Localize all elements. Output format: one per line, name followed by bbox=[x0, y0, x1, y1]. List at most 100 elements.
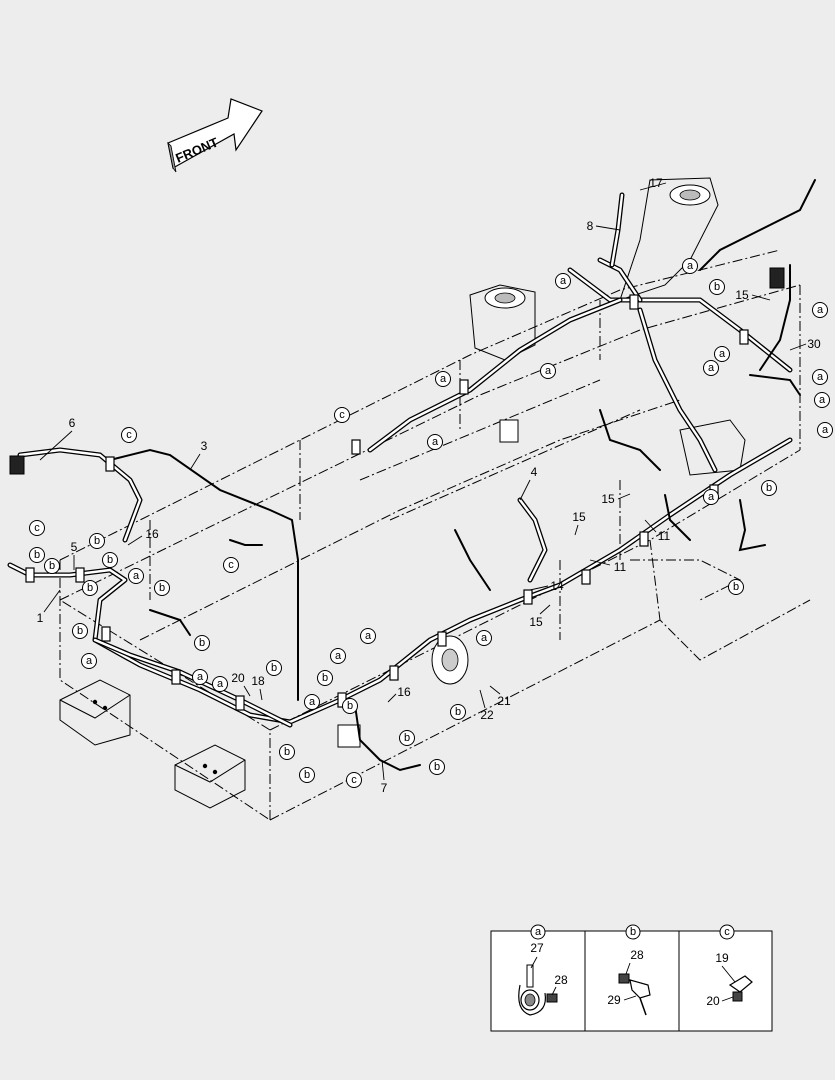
callout-circle bbox=[399, 730, 415, 746]
legend-panel-a: a 27 28 bbox=[518, 924, 568, 1016]
callout-circle bbox=[427, 434, 443, 450]
legend-part-19: 19 bbox=[715, 951, 729, 965]
callout-letter: c bbox=[351, 774, 357, 786]
part-number-15: 15 bbox=[529, 615, 543, 629]
callout-circle bbox=[450, 704, 466, 720]
callout-circle bbox=[476, 630, 492, 646]
callout-circle bbox=[317, 670, 333, 686]
callout-letter: b bbox=[87, 582, 93, 594]
callout-b: b bbox=[279, 744, 295, 760]
callout-letter: c bbox=[339, 409, 345, 421]
callout-circle bbox=[435, 371, 451, 387]
callout-letter: b bbox=[94, 535, 100, 547]
part-number-21: 21 bbox=[497, 694, 511, 708]
callout-b: b bbox=[342, 698, 358, 714]
legend-part-29: 29 bbox=[607, 993, 621, 1007]
legend-panel-b: b 28 29 bbox=[607, 924, 651, 1016]
legend-panel-c-letter: c bbox=[724, 926, 730, 938]
part-number-14: 14 bbox=[550, 579, 564, 593]
callout-letter: a bbox=[545, 365, 552, 377]
callout-a: a bbox=[304, 694, 320, 710]
callout-a: a bbox=[682, 258, 698, 274]
thin-wires bbox=[9, 179, 816, 772]
legend-part-28a: 28 bbox=[554, 973, 568, 987]
callout-letter: b bbox=[766, 482, 772, 494]
callout-a: a bbox=[212, 676, 228, 692]
part-number-15: 15 bbox=[735, 288, 749, 302]
legend-part-20: 20 bbox=[706, 994, 720, 1008]
callout-letter: a bbox=[687, 260, 694, 272]
callout-circle bbox=[360, 628, 376, 644]
part-number-1: 1 bbox=[37, 611, 44, 625]
callout-circle bbox=[334, 407, 350, 423]
callout-circle bbox=[342, 698, 358, 714]
part-number-5: 5 bbox=[71, 540, 78, 554]
callout-circle bbox=[330, 648, 346, 664]
callout-a: a bbox=[703, 360, 719, 376]
callout-b: b bbox=[450, 704, 466, 720]
callout-letter: a bbox=[440, 373, 447, 385]
callout-circle bbox=[817, 422, 833, 438]
callout-letter: b bbox=[304, 769, 310, 781]
legend-part-27: 27 bbox=[530, 941, 544, 955]
callout-letter: a bbox=[708, 362, 715, 374]
callout-letter: a bbox=[197, 671, 204, 683]
callout-letter: a bbox=[365, 630, 372, 642]
callout-a: a bbox=[812, 369, 828, 385]
callout-letter: a bbox=[133, 570, 140, 582]
callout-a: a bbox=[714, 346, 730, 362]
callout-circle bbox=[540, 363, 556, 379]
machine-frame-outline bbox=[59, 249, 811, 821]
legend-panel-a-letter: a bbox=[535, 926, 542, 938]
callout-letter: b bbox=[159, 582, 165, 594]
callout-letter: a bbox=[481, 632, 488, 644]
callout-letter: b bbox=[714, 281, 720, 293]
part-number-4: 4 bbox=[531, 465, 538, 479]
callout-letter: b bbox=[455, 706, 461, 718]
callout-circle bbox=[555, 273, 571, 289]
callout-c: c bbox=[346, 772, 362, 788]
front-mounts bbox=[337, 177, 746, 748]
callout-circle bbox=[29, 520, 45, 536]
part-number-16: 16 bbox=[145, 527, 159, 541]
callout-c: c bbox=[223, 557, 239, 573]
callout-a: a bbox=[555, 273, 571, 289]
callout-circle bbox=[709, 279, 725, 295]
part-number-20: 20 bbox=[231, 671, 245, 685]
callout-circle bbox=[812, 302, 828, 318]
part-number-11: 11 bbox=[658, 529, 671, 543]
callout-b: b bbox=[317, 670, 333, 686]
callout-circle bbox=[72, 623, 88, 639]
bracket-clip-icon bbox=[721, 965, 753, 1002]
legend-part-28b: 28 bbox=[630, 948, 644, 962]
callout-circle bbox=[82, 580, 98, 596]
callout-letter: a bbox=[817, 304, 824, 316]
callout-a: a bbox=[540, 363, 556, 379]
callout-letter: b bbox=[107, 554, 113, 566]
callout-letter: b bbox=[404, 732, 410, 744]
p-clip-icon bbox=[618, 962, 651, 1016]
callout-circle bbox=[714, 346, 730, 362]
part-number-7: 7 bbox=[381, 781, 388, 795]
callout-a: a bbox=[427, 434, 443, 450]
legend-panel-b-letter: b bbox=[630, 926, 636, 938]
callout-b: b bbox=[154, 580, 170, 596]
callout-a: a bbox=[476, 630, 492, 646]
hose-clamp-icon bbox=[518, 956, 547, 1016]
callout-circle bbox=[703, 360, 719, 376]
callout-circle bbox=[102, 552, 118, 568]
callout-b: b bbox=[761, 480, 777, 496]
callout-letter: a bbox=[217, 678, 224, 690]
callout-a: a bbox=[128, 568, 144, 584]
callout-b: b bbox=[399, 730, 415, 746]
leader-lines bbox=[39, 182, 807, 781]
callout-letter: b bbox=[34, 549, 40, 561]
callout-b: b bbox=[299, 767, 315, 783]
harness-clips bbox=[25, 294, 749, 711]
callout-c: c bbox=[121, 427, 137, 443]
callout-b: b bbox=[266, 660, 282, 676]
callout-letter: b bbox=[271, 662, 277, 674]
callout-circle bbox=[154, 580, 170, 596]
